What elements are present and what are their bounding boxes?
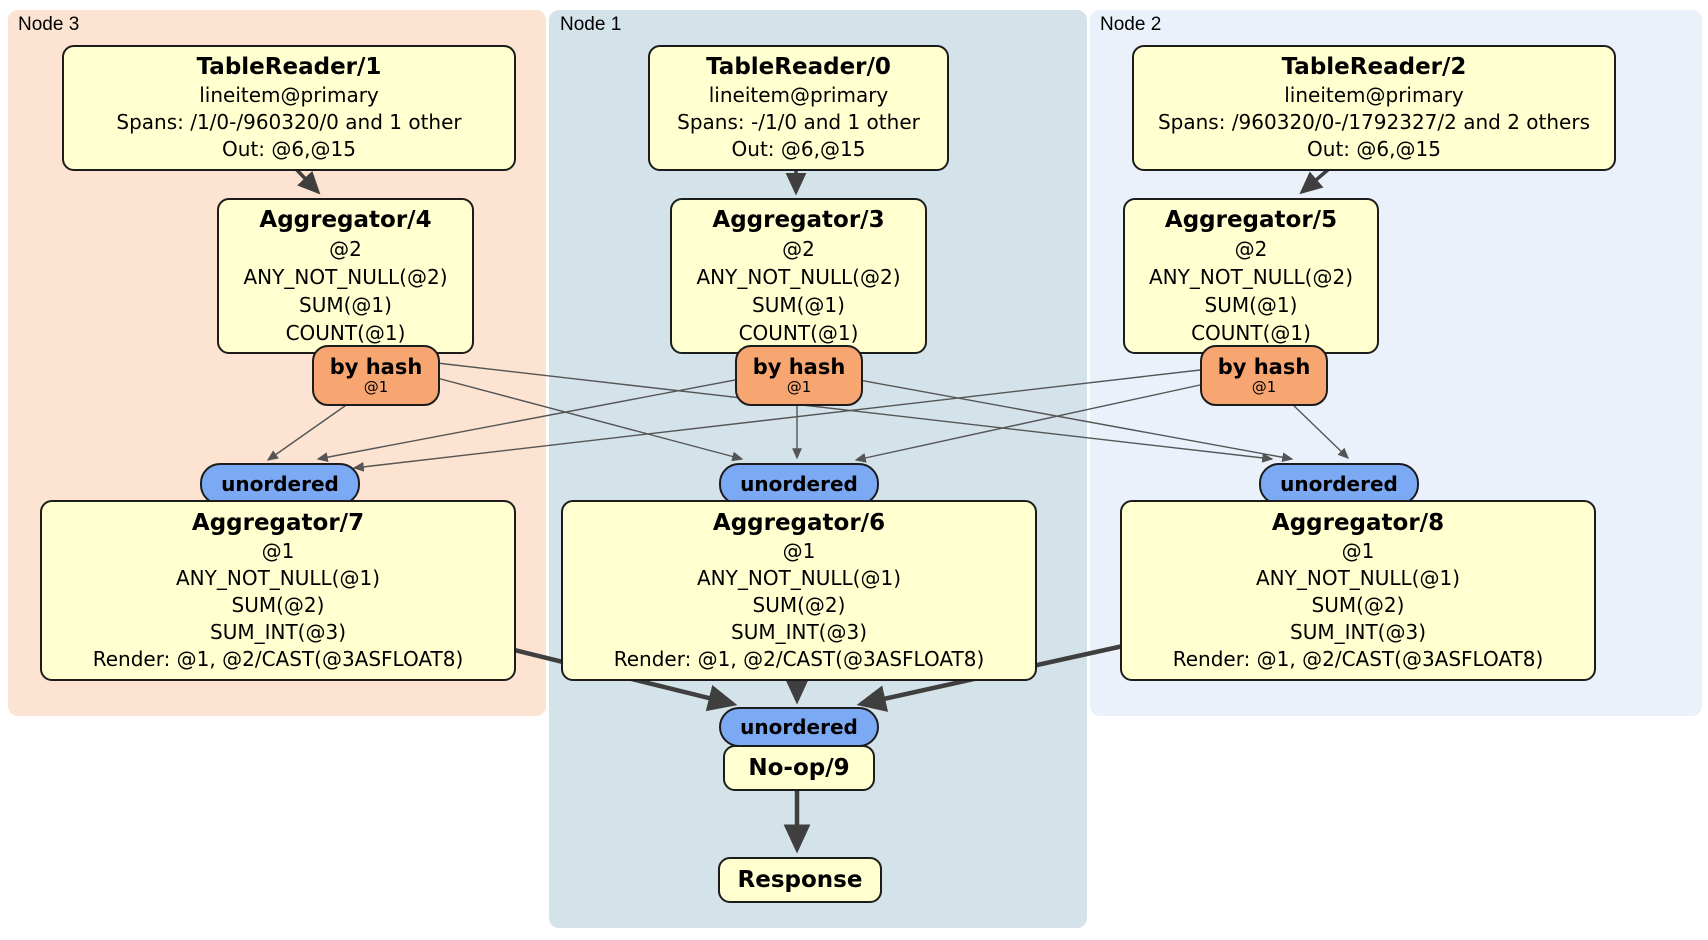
processor-title: TableReader/2 bbox=[1281, 54, 1467, 80]
agg-fn: COUNT(@1) bbox=[1191, 320, 1311, 345]
processor-out: Out: @6,@15 bbox=[222, 137, 356, 161]
edge-byhash-l-to-sync-m bbox=[436, 377, 744, 462]
sync-unordered-node3: unordered bbox=[200, 463, 360, 505]
processor-response: Response bbox=[718, 857, 882, 903]
agg-fn: SUM(@2) bbox=[231, 592, 325, 617]
processor-index: lineitem@primary bbox=[1284, 83, 1464, 107]
processor-index: lineitem@primary bbox=[708, 83, 889, 107]
edge-tr1-to-ag4 bbox=[293, 166, 321, 195]
processor-title: Aggregator/5 bbox=[1164, 206, 1338, 233]
agg-fn: SUM(@1) bbox=[752, 292, 845, 317]
agg-group-cols: @2 bbox=[329, 236, 362, 261]
router-by-hash-node3: by hash @1 bbox=[312, 345, 440, 406]
edge-byhash-l-to-sync-l bbox=[266, 400, 353, 461]
agg-fn: ANY_NOT_NULL(@1) bbox=[1256, 565, 1460, 590]
router-by-hash-node1: by hash @1 bbox=[735, 345, 863, 406]
agg-render: Render: @1, @2/CAST(@3ASFLOAT8) bbox=[613, 646, 985, 671]
processor-aggregator-7: Aggregator/7 @1 ANY_NOT_NULL(@1) SUM(@2)… bbox=[40, 500, 516, 681]
agg-group-cols: @1 bbox=[261, 538, 295, 563]
edge-byhash-r-to-sync-l bbox=[352, 369, 1201, 472]
edge-byhash-m-to-sync-l bbox=[316, 379, 736, 462]
agg-fn: ANY_NOT_NULL(@2) bbox=[243, 264, 448, 289]
processor-title: Aggregator/7 bbox=[191, 509, 365, 536]
agg-fn: COUNT(@1) bbox=[285, 320, 406, 345]
sync-unordered-node2: unordered bbox=[1259, 463, 1419, 505]
processor-noop-9: No-op/9 bbox=[723, 745, 875, 791]
node2-label: Node 2 bbox=[1100, 14, 1162, 35]
agg-fn: SUM(@2) bbox=[1311, 592, 1405, 617]
processor-title: TableReader/1 bbox=[196, 54, 382, 80]
processor-spans: Spans: /960320/0-/1792327/2 and 2 others bbox=[1157, 110, 1590, 134]
router-label: by hash bbox=[752, 355, 846, 379]
processor-aggregator-6: Aggregator/6 @1 ANY_NOT_NULL(@1) SUM(@2)… bbox=[561, 500, 1037, 681]
processor-tablereader-1: TableReader/1 lineitem@primary Spans: /1… bbox=[62, 45, 516, 171]
agg-fn: SUM(@2) bbox=[752, 592, 846, 617]
agg-render: Render: @1, @2/CAST(@3ASFLOAT8) bbox=[1172, 646, 1544, 671]
edge-byhash-r-to-sync-r bbox=[1289, 401, 1350, 459]
processor-title: Aggregator/6 bbox=[712, 509, 886, 536]
processor-out: Out: @6,@15 bbox=[1307, 137, 1441, 161]
agg-fn: SUM(@1) bbox=[299, 292, 392, 317]
edge-byhash-m-to-sync-r bbox=[858, 379, 1294, 463]
processor-tablereader-2: TableReader/2 lineitem@primary Spans: /9… bbox=[1132, 45, 1616, 171]
agg-group-cols: @1 bbox=[782, 538, 816, 563]
router-label: by hash bbox=[329, 355, 423, 379]
processor-out: Out: @6,@15 bbox=[731, 137, 866, 161]
processor-index: lineitem@primary bbox=[199, 83, 379, 107]
router-by-hash-node2: by hash @1 bbox=[1200, 345, 1328, 406]
sync-unordered-final: unordered bbox=[719, 707, 879, 747]
agg-fn: ANY_NOT_NULL(@1) bbox=[697, 565, 901, 590]
router-label: by hash bbox=[1217, 355, 1311, 379]
sync-unordered-node1: unordered bbox=[719, 463, 879, 505]
node3-label: Node 3 bbox=[18, 14, 80, 35]
router-hash-cols: @1 bbox=[363, 378, 389, 396]
agg-group-cols: @1 bbox=[1341, 538, 1375, 563]
processor-title: Aggregator/8 bbox=[1271, 509, 1445, 536]
processor-aggregator-8: Aggregator/8 @1 ANY_NOT_NULL(@1) SUM(@2)… bbox=[1120, 500, 1596, 681]
processor-title: Response bbox=[737, 866, 863, 893]
processor-title: Aggregator/4 bbox=[259, 206, 432, 233]
edge-byhash-r-to-sync-m bbox=[854, 384, 1201, 463]
agg-group-cols: @2 bbox=[782, 236, 815, 261]
processor-spans: Spans: -/1/0 and 1 other bbox=[677, 110, 920, 134]
router-hash-cols: @1 bbox=[786, 378, 812, 396]
processor-title: No-op/9 bbox=[748, 754, 850, 781]
processor-aggregator-5: Aggregator/5 @2 ANY_NOT_NULL(@2) SUM(@1)… bbox=[1123, 198, 1379, 354]
processor-aggregator-4: Aggregator/4 @2 ANY_NOT_NULL(@2) SUM(@1)… bbox=[217, 198, 474, 354]
agg-fn: SUM_INT(@3) bbox=[1290, 619, 1426, 644]
processor-title: TableReader/0 bbox=[706, 54, 891, 80]
agg-fn: ANY_NOT_NULL(@2) bbox=[696, 264, 901, 289]
node1-label: Node 1 bbox=[560, 14, 622, 35]
agg-render: Render: @1, @2/CAST(@3ASFLOAT8) bbox=[92, 646, 464, 671]
agg-fn: SUM(@1) bbox=[1204, 292, 1298, 317]
agg-group-cols: @2 bbox=[1234, 236, 1268, 261]
router-hash-cols: @1 bbox=[1251, 378, 1277, 396]
agg-fn: COUNT(@1) bbox=[738, 320, 859, 345]
processor-aggregator-3: Aggregator/3 @2 ANY_NOT_NULL(@2) SUM(@1)… bbox=[670, 198, 927, 354]
agg-fn: ANY_NOT_NULL(@1) bbox=[176, 565, 380, 590]
processor-title: Aggregator/3 bbox=[712, 206, 885, 233]
edge-tr2-to-ag5 bbox=[1299, 166, 1332, 195]
agg-fn: SUM_INT(@3) bbox=[210, 619, 346, 644]
agg-fn: ANY_NOT_NULL(@2) bbox=[1149, 264, 1353, 289]
processor-tablereader-0: TableReader/0 lineitem@primary Spans: -/… bbox=[648, 45, 949, 171]
agg-fn: SUM_INT(@3) bbox=[731, 619, 867, 644]
processor-spans: Spans: /1/0-/960320/0 and 1 other bbox=[116, 110, 462, 134]
edge-byhash-l-to-sync-r bbox=[436, 362, 1274, 463]
